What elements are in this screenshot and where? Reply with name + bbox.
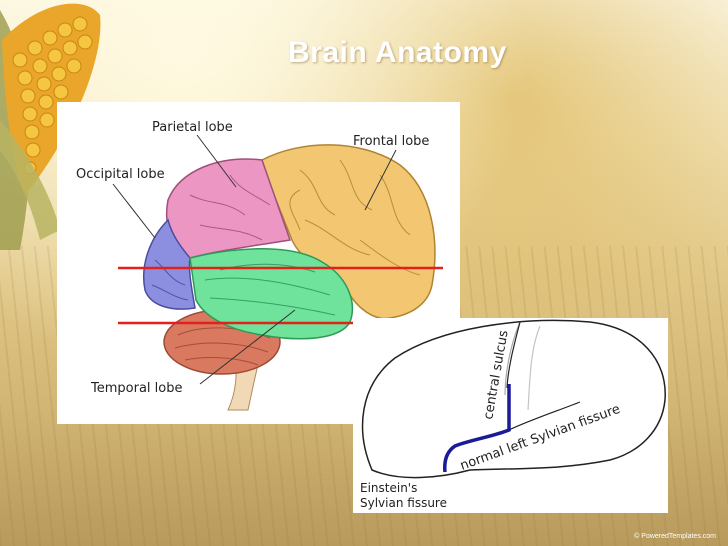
einstein-label-line2: Sylvian fissure xyxy=(360,496,447,510)
corn-cob-decoration xyxy=(0,3,101,250)
einstein-sylvian-fissure-highlight xyxy=(443,384,511,473)
temporal-lobe-label: Temporal lobe xyxy=(91,381,183,396)
occipital-lobe-label: Occipital lobe xyxy=(76,167,165,182)
einstein-label-line1: Einstein's xyxy=(360,481,418,495)
central-sulcus-label: central sulcus xyxy=(481,329,511,421)
central-sulcus-line xyxy=(506,321,521,389)
copyright-text: © PoweredTemplates.com xyxy=(634,533,716,540)
parietal-lobe-label: Parietal lobe xyxy=(152,120,233,135)
slide-title: Brain Anatomy xyxy=(288,36,507,69)
brain-outline xyxy=(361,319,666,479)
frontal-lobe-label: Frontal lobe xyxy=(353,134,430,149)
